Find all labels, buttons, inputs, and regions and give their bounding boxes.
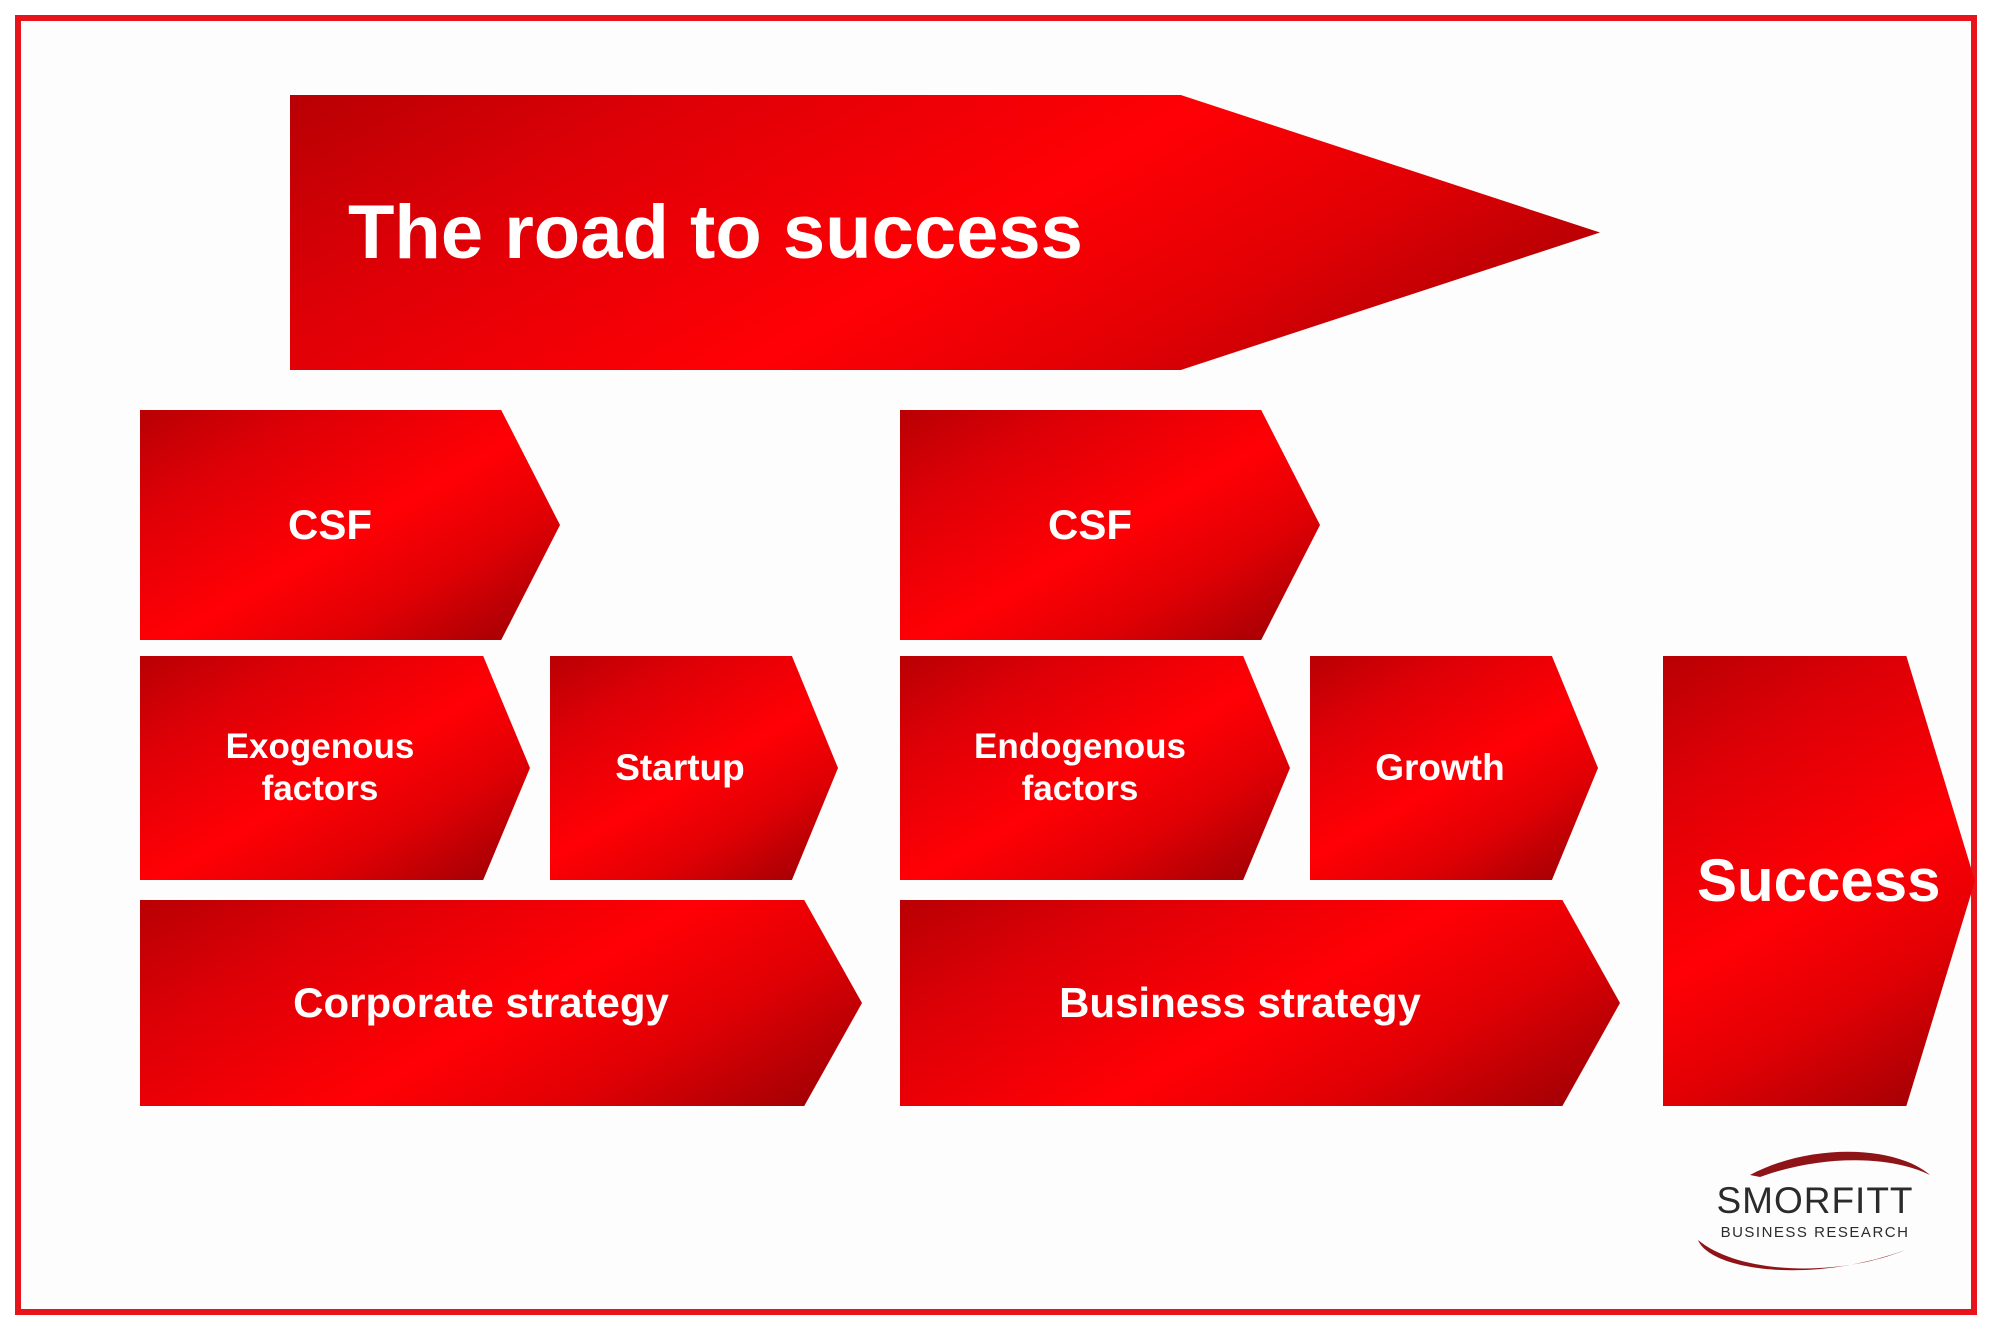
csf-left-label: CSF — [288, 500, 372, 548]
growth-arrow: Growth — [1310, 656, 1598, 880]
endogenous-factors-label: Endogenous factors — [900, 656, 1290, 880]
endogenous-factors-arrow: Endogenous factors — [900, 656, 1290, 880]
csf-left-arrow: CSF — [140, 410, 560, 640]
logo-tagline: BUSINESS RESEARCH — [1720, 1224, 1910, 1241]
csf-right-arrow: CSF — [900, 410, 1320, 640]
growth-label: Growth — [1375, 746, 1505, 788]
csf-right-label: CSF — [1048, 500, 1132, 548]
business-strategy-arrow: Business strategy — [900, 900, 1620, 1106]
endogenous-line-1: Endogenous — [974, 727, 1186, 766]
corporate-strategy-arrow: Corporate strategy — [140, 900, 862, 1106]
diagram-title: The road to success — [348, 190, 1083, 275]
logo-name: SMORFITT — [1716, 1180, 1914, 1221]
success-label: Success — [1697, 847, 1941, 914]
exogenous-factors-label: Exogenous factors — [140, 656, 530, 880]
success-arrow: Success — [1663, 656, 1975, 1106]
exogenous-line-1: Exogenous — [225, 727, 415, 766]
endogenous-line-2: factors — [1021, 769, 1139, 808]
business-strategy-label: Business strategy — [1059, 978, 1421, 1026]
corporate-strategy-label: Corporate strategy — [293, 978, 669, 1026]
exogenous-factors-arrow: Exogenous factors — [140, 656, 530, 880]
logo-swoosh — [1698, 1151, 1930, 1271]
smorfitt-logo: SMORFITT BUSINESS RESEARCH — [1690, 1145, 1940, 1280]
startup-arrow: Startup — [550, 656, 838, 880]
startup-label: Startup — [615, 746, 745, 788]
exogenous-line-2: factors — [261, 769, 379, 808]
